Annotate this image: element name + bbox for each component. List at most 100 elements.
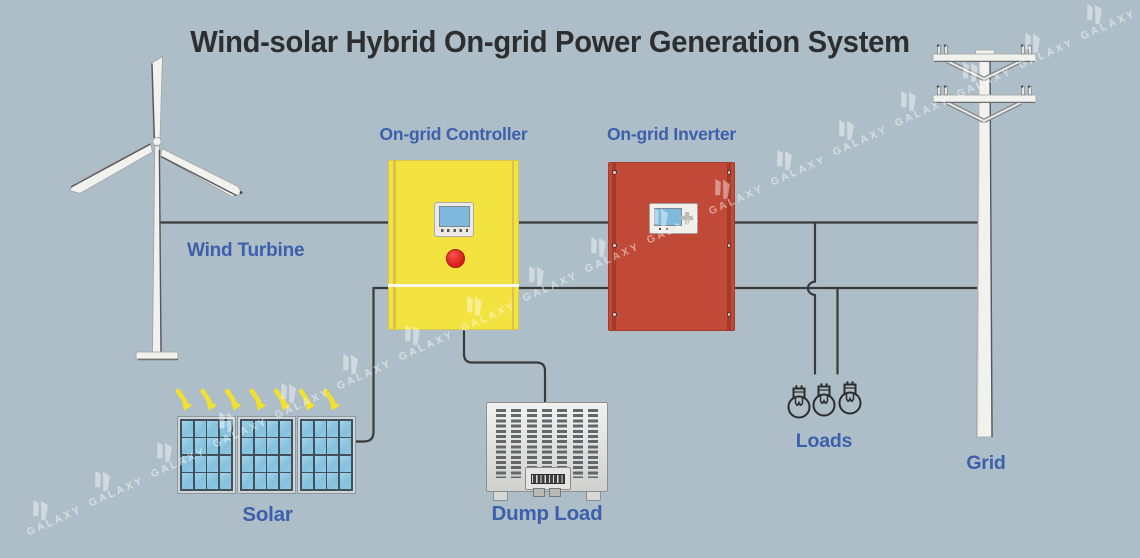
solar-cell — [301, 438, 313, 455]
vent-column — [557, 409, 568, 478]
sun-arrow-icon — [301, 391, 315, 411]
solar-label: Solar — [242, 503, 293, 526]
page-title: Wind-solar Hybrid On-grid Power Generati… — [190, 24, 910, 59]
solar-panel — [297, 416, 356, 494]
solar-cell — [327, 420, 339, 437]
solar-cell — [327, 473, 339, 490]
solar-cell — [241, 438, 253, 455]
solar-cell — [301, 455, 313, 472]
screw-icon — [726, 170, 731, 175]
solar-cell — [194, 455, 206, 472]
solar-array — [177, 416, 357, 494]
sun-arrow-icon — [276, 391, 290, 411]
solar-cell — [280, 420, 292, 437]
vent-column — [541, 409, 552, 478]
light-bulb-icon — [787, 384, 811, 419]
dump-load-lug — [533, 488, 545, 497]
solar-cell — [267, 473, 279, 490]
controller-display — [434, 202, 474, 237]
solar-cell — [340, 473, 352, 490]
solar-cell — [220, 420, 232, 437]
controller-stripe — [388, 284, 519, 287]
wind-turbine-icon — [68, 55, 244, 361]
screw-icon — [726, 312, 731, 317]
solar-cell — [181, 438, 193, 455]
sun-arrow-icon — [203, 391, 217, 411]
insulator-pins — [936, 44, 1032, 96]
vent-column — [511, 409, 522, 478]
wire-solar-riser — [351, 286, 375, 443]
solar-panel — [177, 416, 236, 494]
wind-turbine-label: Wind Turbine — [187, 240, 305, 261]
solar-cell — [314, 438, 326, 455]
dump-load-label: Dump Load — [491, 502, 603, 525]
dump-load-foot — [493, 491, 508, 501]
solar-cell — [241, 455, 253, 472]
solar-cell — [314, 420, 326, 437]
solar-cell — [340, 438, 352, 455]
solar-cell — [314, 473, 326, 490]
solar-cell — [301, 420, 313, 437]
solar-cell — [194, 420, 206, 437]
screw-icon — [612, 312, 617, 317]
loads-label: Loads — [795, 430, 853, 452]
vent-column — [572, 409, 583, 478]
solar-cell — [194, 438, 206, 455]
controller-edge-strip — [511, 160, 514, 330]
vent-column — [496, 409, 506, 478]
inverter-display — [649, 203, 698, 234]
solar-cell — [181, 420, 193, 437]
solar-cell — [280, 473, 292, 490]
solar-cell — [241, 473, 253, 490]
controller-buttons — [441, 229, 468, 232]
solar-cell — [181, 455, 193, 472]
sun-arrows — [178, 391, 340, 411]
solar-cell — [340, 455, 352, 472]
solar-cell — [220, 473, 232, 490]
solar-cell — [254, 438, 266, 455]
solar-cell — [267, 420, 279, 437]
load-bulbs — [787, 380, 862, 419]
solar-cell — [280, 455, 292, 472]
solar-cell — [254, 473, 266, 490]
light-bulb-icon — [812, 382, 836, 417]
solar-cell — [280, 438, 292, 455]
solar-cell — [207, 420, 219, 437]
solar-cell — [207, 455, 219, 472]
solar-cell — [267, 438, 279, 455]
inverter-label: On-grid Inverter — [606, 124, 737, 144]
controller-box — [388, 160, 519, 330]
sun-arrow-icon — [227, 391, 241, 411]
solar-panel — [237, 416, 296, 494]
solar-cell — [340, 420, 352, 437]
dump-load-foot — [586, 491, 601, 501]
screw-icon — [612, 170, 617, 175]
controller-edge-strip — [393, 160, 396, 330]
solar-cell — [254, 420, 266, 437]
controller-power-led — [445, 249, 465, 268]
dump-load-terminal — [525, 467, 571, 490]
solar-cell — [327, 438, 339, 455]
solar-cell — [327, 455, 339, 472]
inverter-led — [666, 228, 669, 231]
vent-column — [526, 409, 537, 478]
sun-arrow-icon — [252, 391, 266, 411]
vent-column — [587, 409, 598, 478]
controller-screen — [438, 206, 470, 227]
solar-cell — [301, 473, 313, 490]
screw-icon — [612, 243, 617, 248]
solar-cell — [254, 455, 266, 472]
solar-cell — [220, 438, 232, 455]
solar-cell — [267, 455, 279, 472]
inverter-box — [608, 162, 735, 331]
solar-cell — [207, 438, 219, 455]
solar-cell — [220, 455, 232, 472]
solar-cell — [181, 473, 193, 490]
inverter-screen — [654, 207, 682, 226]
dump-load-box — [486, 402, 608, 501]
dump-load-vents — [496, 409, 598, 478]
light-bulb-icon — [838, 380, 862, 415]
solar-cell — [241, 420, 253, 437]
dump-load-lug — [549, 488, 561, 497]
